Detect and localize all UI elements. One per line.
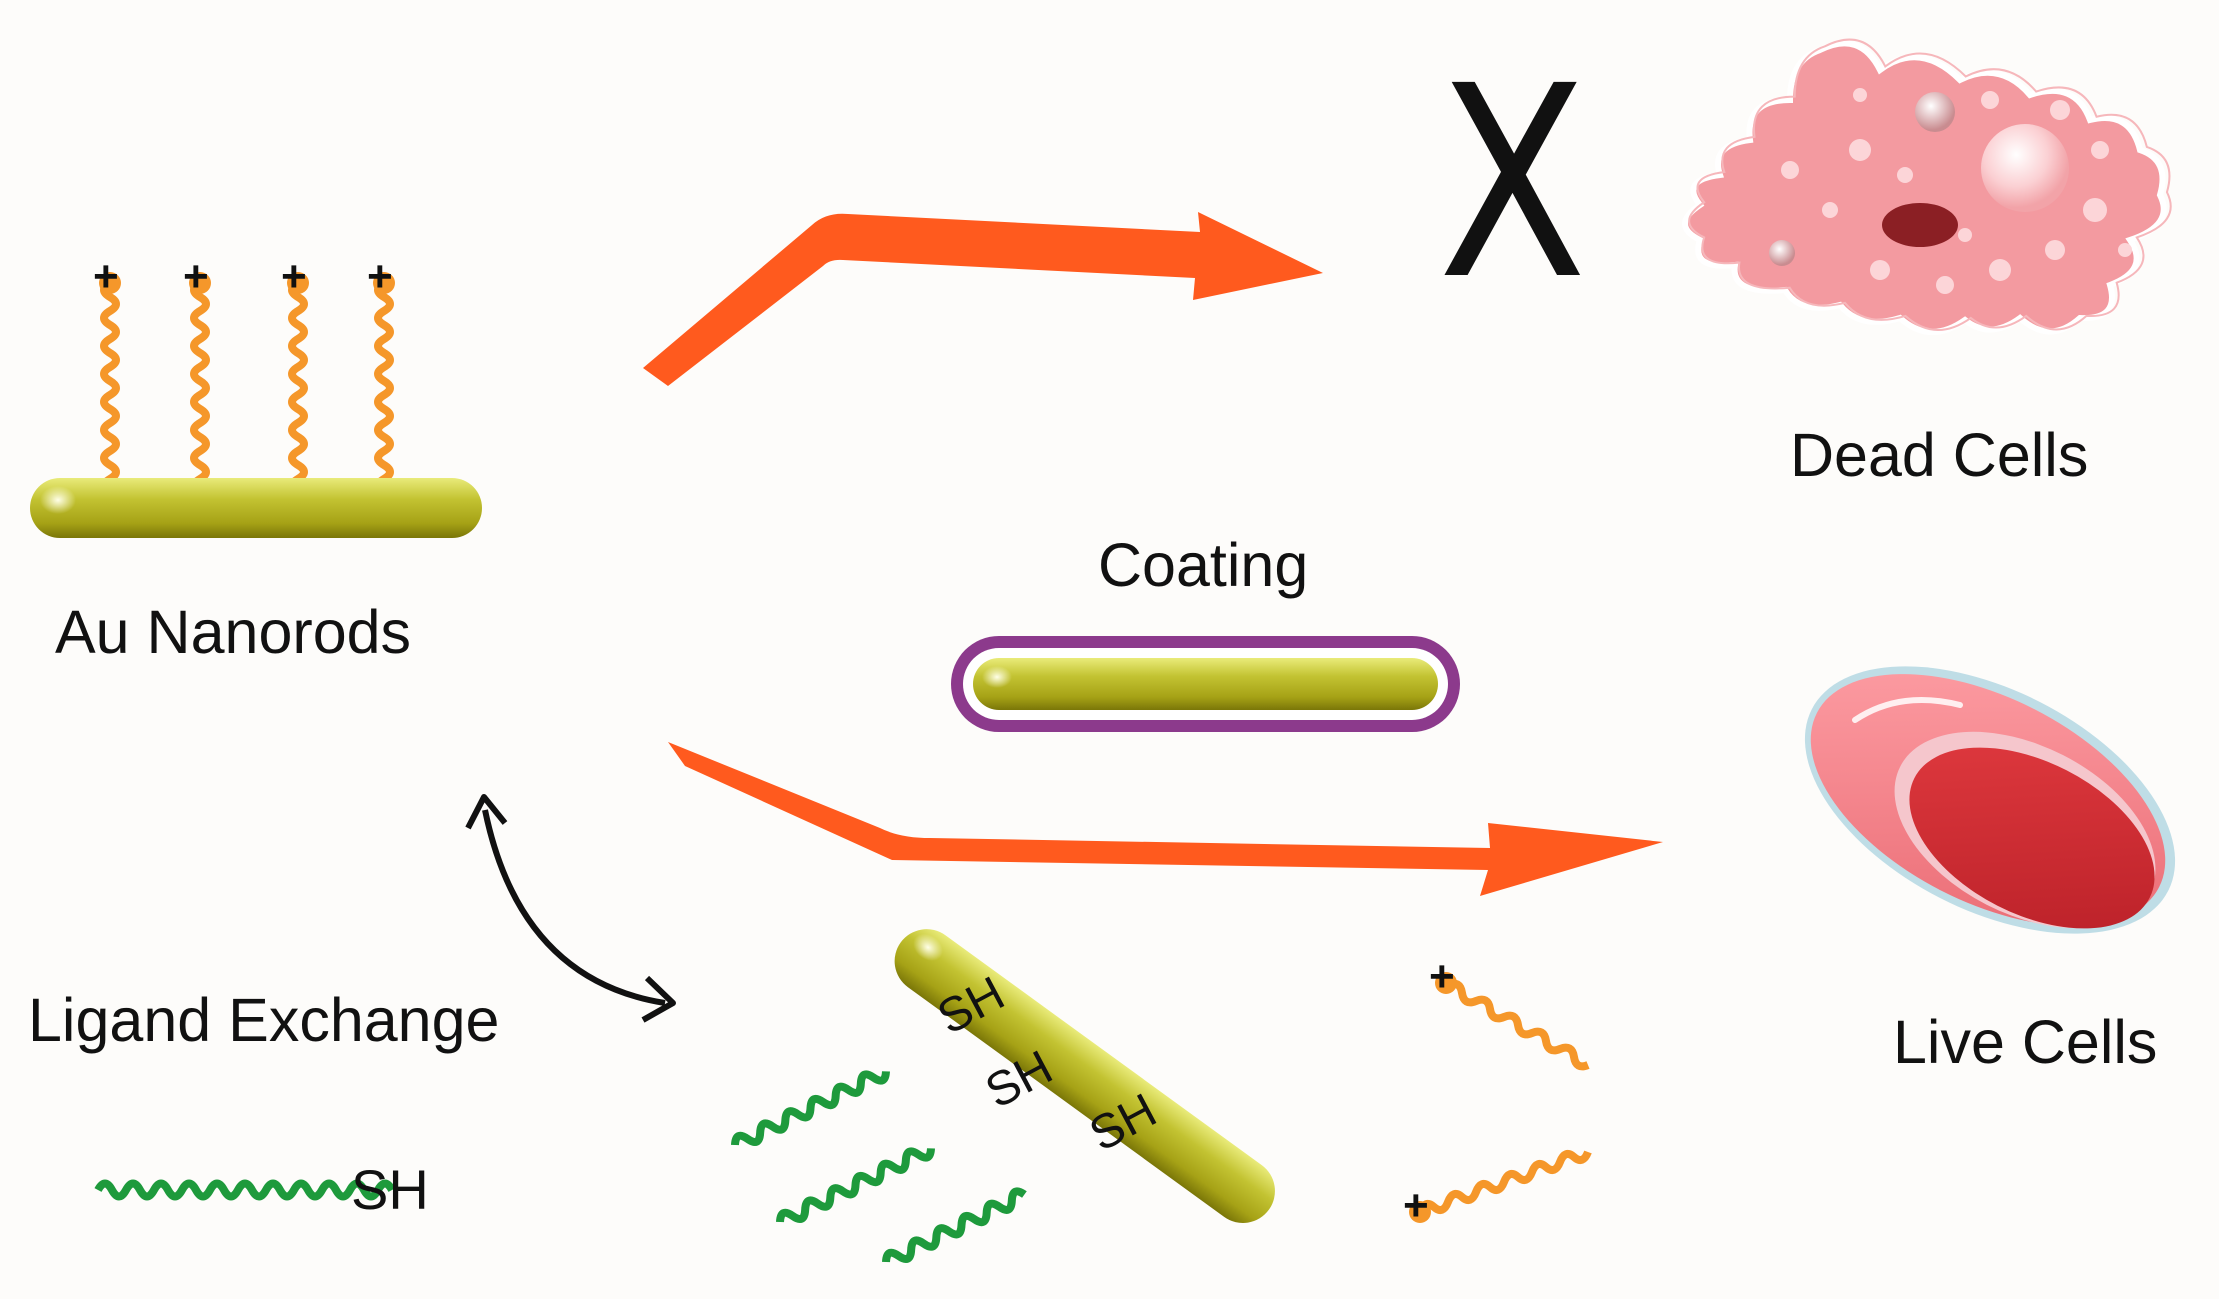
thiol-strand (731, 1070, 1027, 1263)
arrow-to-live-cells (668, 742, 1663, 896)
dead-cells-label: Dead Cells (1790, 421, 2089, 489)
ligand-exchange-arrow (465, 794, 676, 1023)
au-nanorod-rod (30, 478, 482, 538)
charge-marker (99, 272, 395, 294)
positive-charge-symbol: + (183, 252, 209, 301)
positive-charge-symbol: + (281, 252, 307, 301)
ligand-strand (100, 279, 394, 511)
coated-nanorod (951, 636, 1460, 732)
dead-cell-icon (1682, 38, 2172, 335)
live-cells-label: Live Cells (1893, 1008, 2158, 1076)
au-nanorods-label: Au Nanorods (55, 598, 412, 666)
thiolated-nanorod (894, 929, 1275, 1223)
positive-charge-symbol: + (93, 252, 119, 301)
arrow-to-dead-cells (643, 212, 1323, 386)
cross-mark-icon: X (1438, 30, 1587, 338)
ligand-exchange-label: Ligand Exchange (28, 986, 500, 1054)
live-cell-icon (1804, 666, 2176, 934)
free-thiol-ligand (94, 1179, 396, 1201)
positive-charge-symbol: + (1429, 952, 1455, 1001)
positive-charge-symbol: + (367, 252, 393, 301)
released-ligand (1409, 972, 1592, 1223)
coating-label: Coating (1098, 531, 1309, 599)
positive-charge-symbol: + (1403, 1181, 1429, 1230)
thiol-label: SH (351, 1158, 429, 1221)
